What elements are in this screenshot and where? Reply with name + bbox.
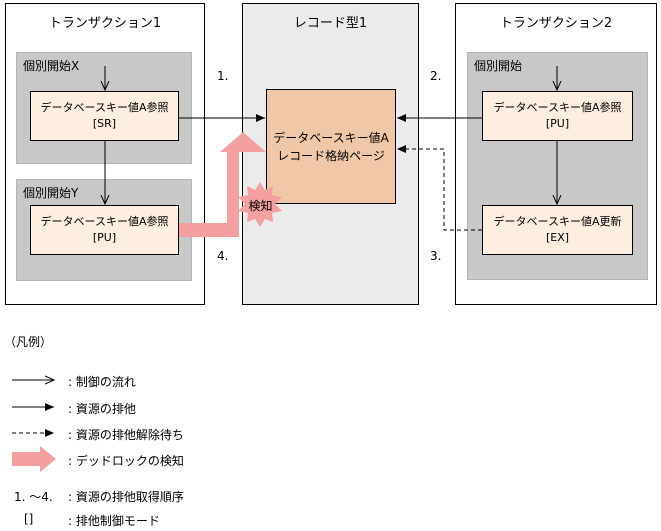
group-start-x-title: 個別開始X <box>23 59 80 73</box>
step-1-label: 1. <box>217 69 229 83</box>
step-3-label: 3. <box>430 249 442 263</box>
t1-ref-pu-line2: [PU] <box>92 231 117 244</box>
t2-ref-pu-line1: データベースキー値A参照 <box>493 101 622 114</box>
t1-ref-sr-line1: データベースキー値A参照 <box>40 101 169 114</box>
t2-ref-pu-box: データベースキー値A参照 [PU] <box>482 91 633 141</box>
record-box-line1: データベースキー値A <box>273 130 389 145</box>
legend-item-deadlock: : デッドロックの検知 <box>68 454 184 468</box>
record-box-line2: レコード格納ページ <box>277 148 385 163</box>
t2-update-ex-box: データベースキー値A更新 [EX] <box>482 205 633 255</box>
wait-arrow-step3 <box>397 145 482 231</box>
step-4-label: 4. <box>217 249 229 263</box>
t1-ref-sr-box: データベースキー値A参照 [SR] <box>30 91 179 141</box>
legend-deadlock-symbol <box>12 446 56 472</box>
t2-ref-pu-line2: [PU] <box>545 117 570 130</box>
record-storage-page-box: データベースキー値A レコード格納ページ <box>266 89 396 204</box>
legend-order-key: 1. ～4. <box>14 490 53 504</box>
legend-title: （凡例） <box>4 335 53 349</box>
t1-ref-sr-line2: [SR] <box>92 117 117 130</box>
record-type-title: レコード型1 <box>293 16 368 31</box>
legend-order-text: : 資源の排他取得順序 <box>68 490 184 504</box>
t2-update-ex-line1: データベースキー値A更新 <box>493 215 622 228</box>
t2-update-ex-line2: [EX] <box>545 231 570 244</box>
t1-ref-pu-box: データベースキー値A参照 [PU] <box>30 205 179 255</box>
legend-item-exclusive: : 資源の排他 <box>68 402 136 416</box>
step-2-label: 2. <box>430 69 442 83</box>
detection-label: 検知 <box>248 199 273 213</box>
group-start-y-title: 個別開始Y <box>23 186 79 200</box>
legend-item-control-flow: : 制御の流れ <box>68 375 136 389</box>
detection-starburst <box>238 182 282 227</box>
group-start-t2-title: 個別開始 <box>474 59 523 73</box>
transaction2-title: トランザクション2 <box>499 16 613 31</box>
transaction1-title: トランザクション1 <box>48 16 162 31</box>
legend-mode-key: [] <box>24 512 34 526</box>
t1-ref-pu-line1: データベースキー値A参照 <box>40 215 169 228</box>
deadlock-detection-arrow <box>179 132 266 237</box>
legend-mode-text: : 排他制御モード <box>68 514 160 528</box>
legend-item-wait: : 資源の排他解除待ち <box>68 428 184 442</box>
